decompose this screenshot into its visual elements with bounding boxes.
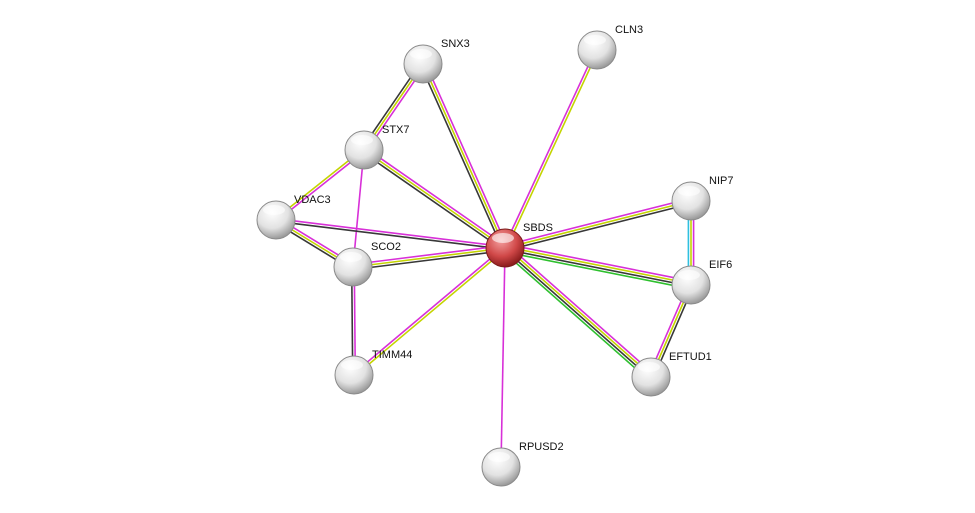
edge-channel-experiments <box>505 243 692 282</box>
node-vdac3[interactable]: VDAC3 <box>256 194 331 240</box>
node-label: TIMM44 <box>372 349 412 361</box>
node-highlight <box>410 49 432 59</box>
edge-channel-textmining <box>354 248 507 377</box>
edge-channel-textmining <box>505 50 599 249</box>
edge-channel-textmining <box>504 200 692 249</box>
edge-stx7-sco2[interactable] <box>352 149 365 268</box>
node-label: NIP7 <box>709 175 733 187</box>
edge-vdac3-sbds[interactable] <box>275 217 506 251</box>
node-sco2[interactable]: SCO2 <box>333 241 401 287</box>
node-highlight <box>678 270 700 280</box>
node-label: STX7 <box>382 124 410 136</box>
edge-channel-coexpression <box>362 151 504 251</box>
node-snx3[interactable]: SNX3 <box>403 38 470 84</box>
node-highlight <box>584 35 606 45</box>
edge-channel-experiments <box>352 149 365 268</box>
node-eftud1[interactable]: EFTUD1 <box>631 351 712 397</box>
edge-timm44-sbds[interactable] <box>352 246 507 377</box>
node-highlight <box>678 186 700 196</box>
edge-channel-coexpression <box>504 248 691 288</box>
node-highlight <box>488 452 510 462</box>
edge-channel-experiments <box>365 147 507 247</box>
node-nip7[interactable]: NIP7 <box>671 175 733 221</box>
edge-channel-textmining <box>505 246 653 377</box>
edge-eif6-sbds[interactable] <box>504 243 692 290</box>
edge-channel-experiments <box>500 247 506 468</box>
node-highlight <box>340 252 362 262</box>
node-label: SBDS <box>523 222 553 234</box>
node-stx7[interactable]: STX7 <box>344 124 410 170</box>
node-label: EIF6 <box>709 259 732 271</box>
edge-rpusd2-sbds[interactable] <box>500 247 506 468</box>
edge-channel-coexpression <box>503 248 651 379</box>
node-timm44[interactable]: TIMM44 <box>334 349 412 395</box>
edge-channel-coexpression <box>505 202 692 252</box>
node-label: SCO2 <box>371 241 401 253</box>
node-cln3[interactable]: CLN3 <box>577 24 643 70</box>
node-eif6[interactable]: EIF6 <box>671 259 732 305</box>
node-highlight <box>341 360 363 370</box>
edge-eftud1-sbds[interactable] <box>501 244 655 381</box>
edge-channel-experiments <box>352 246 505 375</box>
node-highlight <box>492 233 514 243</box>
node-highlight <box>263 205 285 215</box>
edge-channel-experiments <box>352 244 505 266</box>
edge-channel-coexpression <box>419 64 504 250</box>
edge-channel-experiments <box>504 197 691 247</box>
edge-channel-textmining <box>505 245 692 285</box>
edge-nip7-sbds[interactable] <box>504 197 692 252</box>
node-highlight <box>351 135 373 145</box>
edge-channel-textmining <box>363 149 506 249</box>
edge-channel-textmining <box>422 63 506 249</box>
edge-channel-textmining <box>352 247 506 268</box>
node-label: SNX3 <box>441 38 470 50</box>
edge-channel-experiments <box>276 217 506 248</box>
node-label: EFTUD1 <box>669 351 712 363</box>
node-label: RPUSD2 <box>519 441 564 453</box>
edge-sco2-sbds[interactable] <box>352 244 506 271</box>
edge-snx3-sbds[interactable] <box>419 62 509 250</box>
node-rpusd2[interactable]: RPUSD2 <box>481 441 564 487</box>
edge-channel-experiments <box>507 244 655 375</box>
node-label: CLN3 <box>615 24 643 36</box>
edge-stx7-sbds[interactable] <box>362 147 507 251</box>
edge-channel-coexpression <box>275 220 505 251</box>
node-sbds[interactable]: SBDS <box>485 222 553 268</box>
node-highlight <box>638 362 660 372</box>
edge-channel-neighborhood <box>501 250 649 381</box>
edge-channel-experiments <box>503 49 597 248</box>
edge-cln3-sbds[interactable] <box>503 49 599 249</box>
edge-channel-neighborhood <box>504 251 691 290</box>
edge-channel-coexpression <box>353 249 506 271</box>
node-label: VDAC3 <box>294 194 331 206</box>
edge-channel-experiments <box>424 62 509 248</box>
